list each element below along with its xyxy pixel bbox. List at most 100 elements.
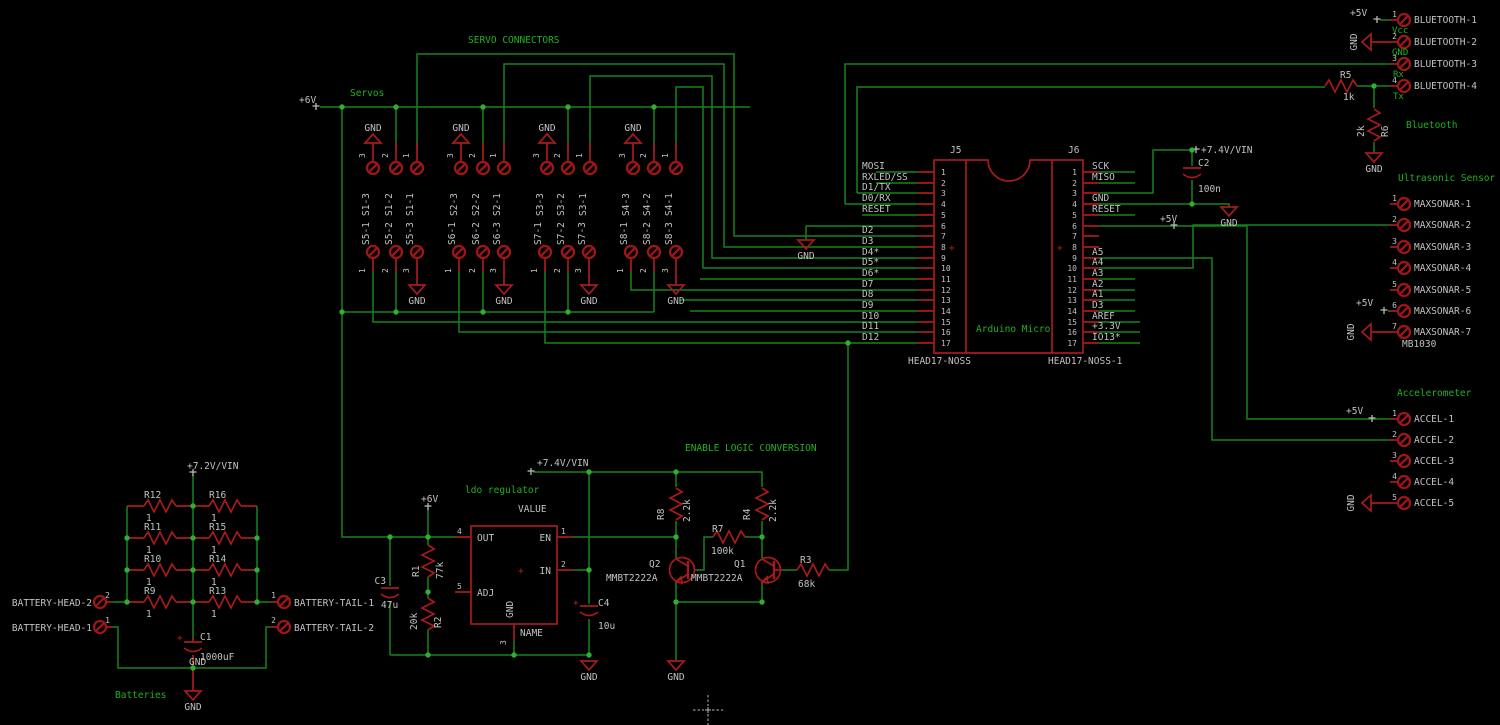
pad-s3-2[interactable] bbox=[560, 160, 576, 176]
pad-s8-1[interactable] bbox=[623, 244, 639, 260]
gnd-symbol[interactable] bbox=[364, 133, 382, 144]
pad-maxsonar-2[interactable] bbox=[1396, 217, 1412, 233]
pad-s7-2[interactable] bbox=[560, 244, 576, 260]
battery-nets bbox=[112, 475, 270, 669]
pad-accel-1[interactable] bbox=[1396, 411, 1412, 427]
gnd-symbol[interactable] bbox=[1361, 323, 1372, 341]
gnd-label: GND bbox=[495, 296, 512, 307]
ldo-regulator-box[interactable] bbox=[470, 525, 558, 625]
pad-accel-3[interactable] bbox=[1396, 453, 1412, 469]
pad-s6-1[interactable] bbox=[451, 244, 467, 260]
header-j6[interactable] bbox=[1051, 159, 1084, 354]
value-label-r13: 1 bbox=[211, 609, 217, 620]
pad-accel-5[interactable] bbox=[1396, 495, 1412, 511]
net-label: D3 bbox=[1092, 300, 1103, 311]
gnd-symbol[interactable] bbox=[667, 660, 685, 671]
pad-label: S8-2 bbox=[642, 222, 653, 245]
value-label-r6: 2k bbox=[1356, 125, 1367, 137]
pad-s4-2[interactable] bbox=[646, 160, 662, 176]
gnd-symbol[interactable] bbox=[1361, 33, 1372, 51]
pad-s5-2[interactable] bbox=[388, 244, 404, 260]
pad-maxsonar-4[interactable] bbox=[1396, 260, 1412, 276]
pad-s4-3[interactable] bbox=[625, 160, 641, 176]
pad-maxsonar-6[interactable] bbox=[1396, 303, 1412, 319]
pad-s3-3[interactable] bbox=[539, 160, 555, 176]
gnd-symbol[interactable] bbox=[580, 284, 598, 295]
resistor-r12[interactable] bbox=[143, 499, 177, 513]
pad-maxsonar-5[interactable] bbox=[1396, 282, 1412, 298]
capacitor-c2[interactable] bbox=[1182, 167, 1202, 179]
pad-bluetooth-1[interactable] bbox=[1396, 12, 1412, 28]
pad-s1-3[interactable] bbox=[365, 160, 381, 176]
gnd-symbol[interactable] bbox=[495, 284, 513, 295]
gnd-symbol[interactable] bbox=[580, 660, 598, 671]
arduino-outline[interactable] bbox=[966, 159, 1052, 354]
pad-bluetooth-3[interactable] bbox=[1396, 56, 1412, 72]
pad-s6-3[interactable] bbox=[496, 244, 512, 260]
pad-accel-2[interactable] bbox=[1396, 432, 1412, 448]
resistor-r1[interactable] bbox=[421, 544, 435, 578]
pad-s2-3[interactable] bbox=[453, 160, 469, 176]
gnd-symbol[interactable] bbox=[624, 133, 642, 144]
pad-label: S2-2 bbox=[471, 193, 482, 216]
pad-s4-1[interactable] bbox=[668, 160, 684, 176]
pad-s8-2[interactable] bbox=[646, 244, 662, 260]
gnd-symbol[interactable] bbox=[184, 690, 202, 701]
resistor-r6[interactable] bbox=[1367, 108, 1381, 142]
pad-s5-1[interactable] bbox=[365, 244, 381, 260]
pad-bluetooth-4[interactable] bbox=[1396, 78, 1412, 94]
power-symbol[interactable] bbox=[1372, 15, 1382, 24]
pad-s7-1[interactable] bbox=[537, 244, 553, 260]
resistor-r4[interactable] bbox=[755, 487, 769, 521]
power-symbol[interactable] bbox=[1367, 414, 1377, 423]
pad-label: ACCEL-2 bbox=[1414, 435, 1454, 446]
pin-number: 15 bbox=[1067, 318, 1077, 327]
pad-maxsonar-7[interactable] bbox=[1396, 324, 1412, 340]
pad-s7-3[interactable] bbox=[581, 244, 597, 260]
gnd-label: GND bbox=[580, 296, 597, 307]
capacitor-c1[interactable] bbox=[183, 641, 203, 653]
resistor-r10[interactable] bbox=[143, 563, 177, 577]
pad-label: BLUETOOTH-4 bbox=[1414, 81, 1477, 92]
pad-accel-4[interactable] bbox=[1396, 474, 1412, 490]
pad-s8-3[interactable] bbox=[668, 244, 684, 260]
pad-battery-tail-1[interactable] bbox=[276, 594, 292, 610]
gnd-symbol[interactable] bbox=[452, 133, 470, 144]
resistor-r15[interactable] bbox=[208, 531, 242, 545]
pad-label: S1-3 bbox=[361, 193, 372, 216]
power-label: +6V bbox=[421, 494, 438, 505]
gnd-symbol[interactable] bbox=[538, 133, 556, 144]
pad-s5-3[interactable] bbox=[409, 244, 425, 260]
pin-number: 3 bbox=[618, 153, 627, 158]
header-j5[interactable] bbox=[933, 159, 967, 354]
resistor-r14[interactable] bbox=[208, 563, 242, 577]
ldo-stubs bbox=[455, 536, 782, 640]
pad-s6-2[interactable] bbox=[475, 244, 491, 260]
pad-s1-2[interactable] bbox=[388, 160, 404, 176]
power-symbol[interactable] bbox=[1379, 306, 1389, 315]
resistor-r11[interactable] bbox=[143, 531, 177, 545]
resistor-r5[interactable] bbox=[1324, 79, 1358, 93]
capacitor-c4[interactable] bbox=[579, 605, 599, 617]
resistor-r8[interactable] bbox=[669, 487, 683, 521]
gnd-symbol[interactable] bbox=[1220, 206, 1238, 217]
capacitor-c3[interactable] bbox=[380, 587, 400, 599]
pad-bluetooth-2[interactable] bbox=[1396, 34, 1412, 50]
power-symbol[interactable] bbox=[526, 467, 536, 476]
pad-s3-1[interactable] bbox=[582, 160, 598, 176]
gnd-symbol[interactable] bbox=[408, 284, 426, 295]
gnd-symbol[interactable] bbox=[1365, 152, 1383, 163]
pad-s2-1[interactable] bbox=[496, 160, 512, 176]
pad-maxsonar-1[interactable] bbox=[1396, 196, 1412, 212]
pad-battery-tail-2[interactable] bbox=[276, 619, 292, 635]
pad-s1-1[interactable] bbox=[409, 160, 425, 176]
gnd-symbol[interactable] bbox=[1361, 494, 1372, 512]
pad-s2-2[interactable] bbox=[475, 160, 491, 176]
pad-label: MAXSONAR-7 bbox=[1414, 327, 1471, 338]
pad-maxsonar-3[interactable] bbox=[1396, 239, 1412, 255]
pin-number: 4 bbox=[1392, 258, 1397, 267]
resistor-r9[interactable] bbox=[143, 595, 177, 609]
resistor-r16[interactable] bbox=[208, 499, 242, 513]
resistor-r13[interactable] bbox=[208, 595, 242, 609]
